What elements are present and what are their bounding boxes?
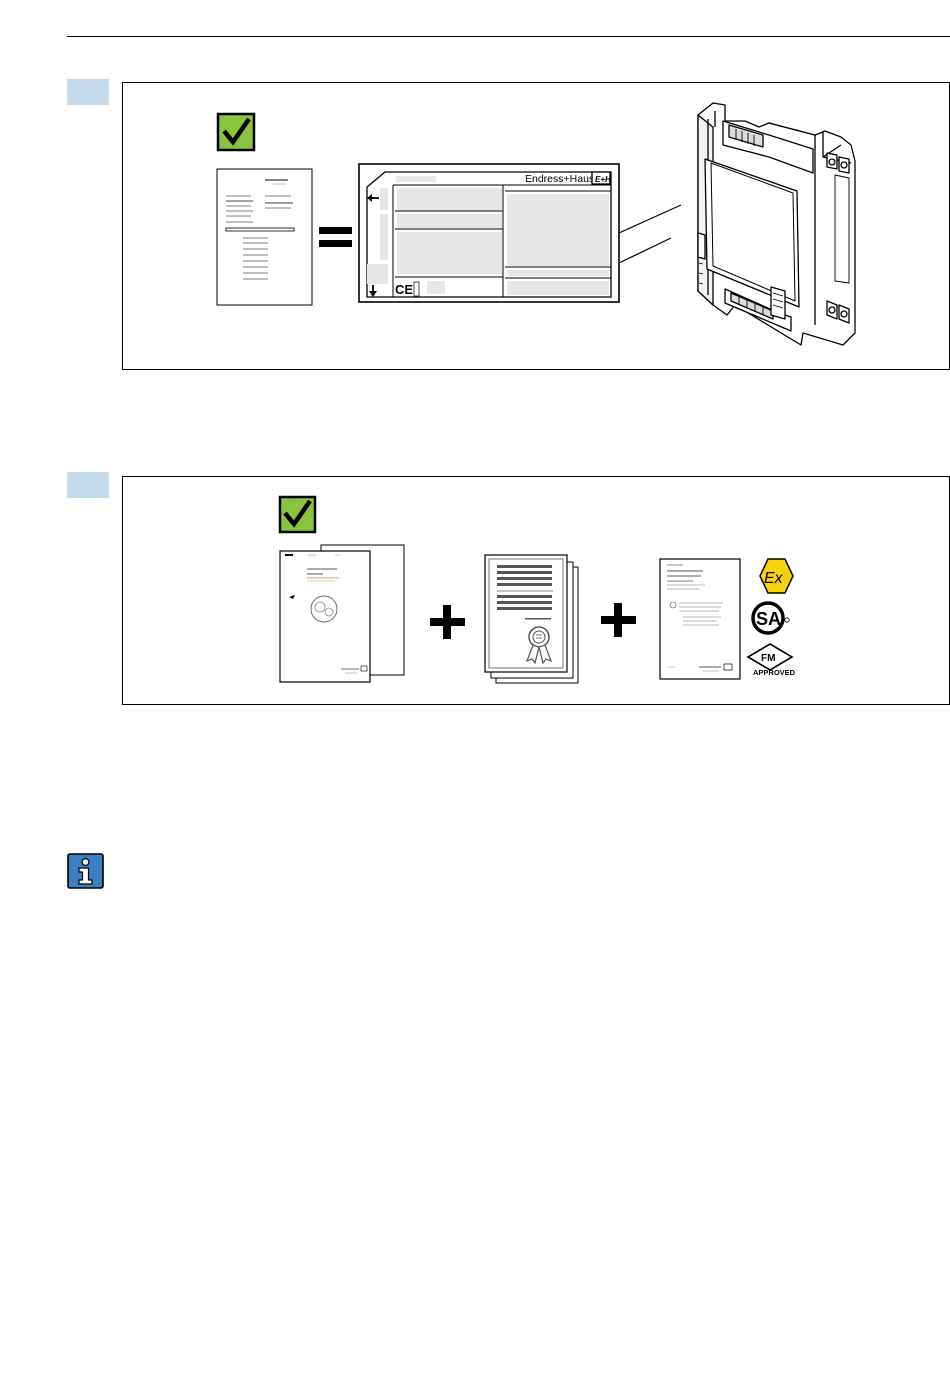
csa-logo-icon: SA	[753, 603, 789, 633]
operating-instructions-icon	[280, 545, 404, 682]
header-rule	[67, 36, 950, 37]
nameplate-icon: Endress+Hauser E+H CE	[359, 164, 619, 302]
figure-2-graphic: Ex SA FM APPROVED	[123, 477, 949, 704]
document-icon	[217, 169, 312, 305]
callout-line-bottom	[619, 238, 671, 263]
certificate-icon	[485, 555, 578, 683]
figure-marker-2	[67, 472, 109, 498]
ce-mark-icon: CE	[395, 282, 413, 297]
svg-text:E+H: E+H	[595, 175, 611, 184]
checkmark-icon	[280, 497, 315, 532]
plus-icon	[430, 605, 465, 639]
equals-icon	[319, 227, 352, 247]
plus-icon	[601, 603, 636, 637]
figure-documentation-set: Ex SA FM APPROVED	[122, 476, 950, 705]
figure-1-graphic: Endress+Hauser E+H CE	[123, 83, 949, 369]
callout-line-top	[619, 205, 681, 233]
checkmark-icon	[218, 114, 254, 150]
ex-logo-icon: Ex	[760, 559, 793, 593]
figure-nameplate-comparison: Endress+Hauser E+H CE	[122, 82, 950, 370]
svg-text:FM: FM	[761, 653, 775, 664]
safety-instructions-icon	[660, 559, 740, 679]
svg-text:SA: SA	[756, 609, 781, 629]
fm-approved-icon: FM APPROVED	[748, 644, 796, 677]
info-icon	[67, 853, 104, 889]
svg-text:Ex: Ex	[764, 570, 784, 587]
figure-marker-1	[67, 79, 109, 105]
device-icon	[698, 103, 855, 345]
svg-text:APPROVED: APPROVED	[753, 668, 796, 677]
